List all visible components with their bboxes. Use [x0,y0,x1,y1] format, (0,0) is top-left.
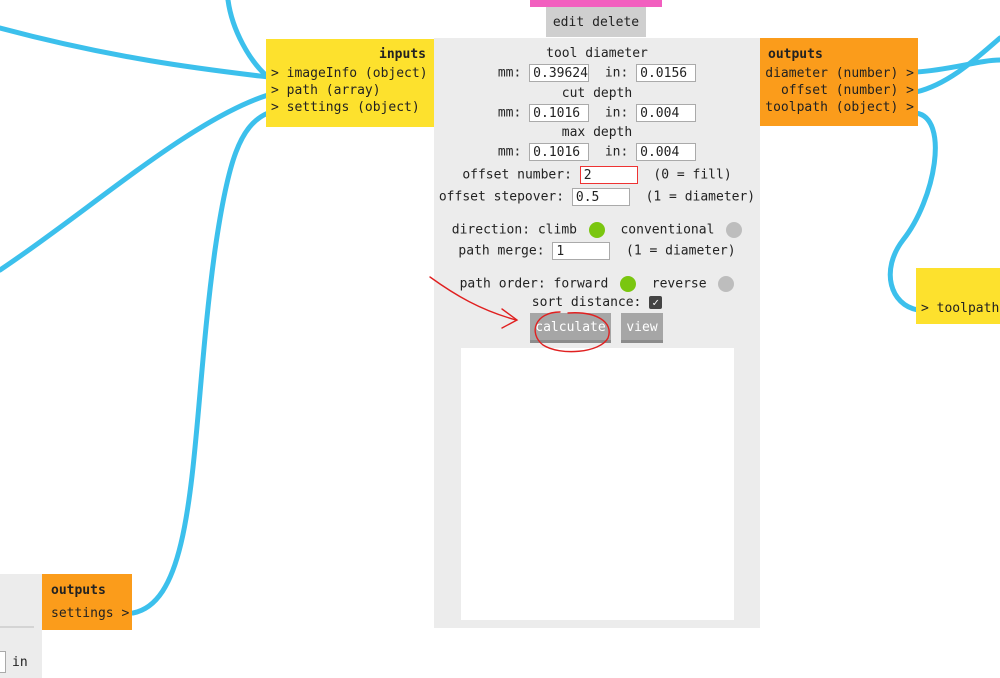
max-depth-mm-input[interactable]: 0.1016 [529,143,590,161]
input-port-settings[interactable]: > settings (object) [271,100,420,115]
delete-button[interactable]: delete [592,14,640,30]
path-merge-input[interactable]: 1 [552,242,611,260]
offset-number-hint: (0 = fill) [653,167,732,183]
wire-settings [130,110,271,616]
offset-number-label: offset number: [462,167,572,183]
inputs-panel: inputs > imageInfo (object) > path (arra… [266,39,434,127]
wire-offset-out [913,35,1000,95]
cut-depth-in-label: in: [604,105,629,121]
sort-distance-label: sort distance: [531,295,642,310]
max-depth-in-input[interactable]: 0.004 [636,143,697,161]
settings-outputs-header: outputs [51,583,106,598]
left-node-divider [0,626,34,628]
edit-button[interactable]: edit [552,14,585,30]
offset-stepover-label: offset stepover: [438,189,565,205]
tool-diameter-row: mm: 0.39624 in: 0.0156 [434,64,760,82]
offset-number-input[interactable]: 2 [579,166,638,184]
path-order-reverse-radio[interactable] [718,276,735,292]
node-edit-delete-bar: edit delete [546,7,646,37]
output-port-toolpath[interactable]: toolpath (object) > [765,100,914,115]
direction-conventional-radio[interactable] [726,222,743,238]
tool-diameter-in-input[interactable]: 0.0156 [636,64,697,82]
wire-path-left [0,92,271,273]
output-port-settings[interactable]: settings > [51,606,130,621]
wire-imageinfo-left [0,25,271,80]
direction-climb-radio[interactable] [588,222,605,238]
settings-outputs-panel: outputs settings > [42,574,132,630]
cut-depth-row: mm: 0.1016 in: 0.004 [434,104,760,122]
cut-depth-mm-label: mm: [497,105,522,121]
max-depth-label: max depth [561,125,633,140]
outputs-panel: outputs diameter (number) > offset (numb… [760,38,918,126]
input-port-toolpath[interactable]: > toolpath [921,301,1000,316]
input-port-imageinfo[interactable]: > imageInfo (object) [271,66,428,81]
toolpath-preview-canvas [461,348,734,620]
sort-distance-checkbox[interactable]: ✓ [649,296,663,309]
max-depth-mm-label: mm: [497,144,522,160]
cut-depth-mm-input[interactable]: 0.1016 [529,104,590,122]
direction-conventional-label: conventional [620,222,715,238]
outputs-header: outputs [768,47,823,62]
tool-diameter-mm-label: mm: [497,65,522,81]
wire-imageinfo-top [225,0,271,80]
left-node-input-field[interactable] [0,651,6,673]
toolpath-node: > toolpath [916,268,1000,324]
offset-stepover-row: offset stepover: 0.5 (1 = diameter) [434,188,760,206]
path-order-reverse-label: reverse [651,276,707,292]
wire-diameter-out [913,57,1000,75]
offset-stepover-hint: (1 = diameter) [645,189,756,205]
offset-config-panel: tool diameter mm: 0.39624 in: 0.0156 cut… [434,38,760,628]
view-button[interactable]: view [621,313,663,343]
direction-row: direction: climb conventional [434,222,760,238]
output-port-diameter[interactable]: diameter (number) > [765,66,914,81]
inputs-header: inputs [379,47,426,62]
direction-label: direction: climb [451,222,577,238]
output-port-offset[interactable]: offset (number) > [780,83,914,98]
tool-diameter-in-label: in: [604,65,629,81]
sort-distance-row: sort distance: ✓ [434,295,760,310]
cut-depth-in-input[interactable]: 0.004 [636,104,697,122]
path-merge-hint: (1 = diameter) [626,243,736,259]
max-depth-in-label: in: [604,144,629,160]
max-depth-row: mm: 0.1016 in: 0.004 [434,143,760,161]
path-order-row: path order: forward reverse [434,276,760,292]
path-order-forward-radio[interactable] [620,276,637,292]
input-port-path[interactable]: > path (array) [271,83,381,98]
node-drag-bar[interactable] [530,0,662,7]
cut-depth-label: cut depth [561,86,633,101]
calculate-button[interactable]: calculate [530,313,611,343]
offset-number-row: offset number: 2 (0 = fill) [434,166,760,184]
path-merge-row: path merge: 1 (1 = diameter) [434,242,760,260]
path-order-label: path order: forward [459,276,609,292]
tool-diameter-label: tool diameter [546,46,648,61]
left-node-in-label: in [12,655,28,670]
tool-diameter-mm-input[interactable]: 0.39624 [529,64,590,82]
path-merge-label: path merge: [458,243,545,259]
offset-stepover-input[interactable]: 0.5 [571,188,630,206]
